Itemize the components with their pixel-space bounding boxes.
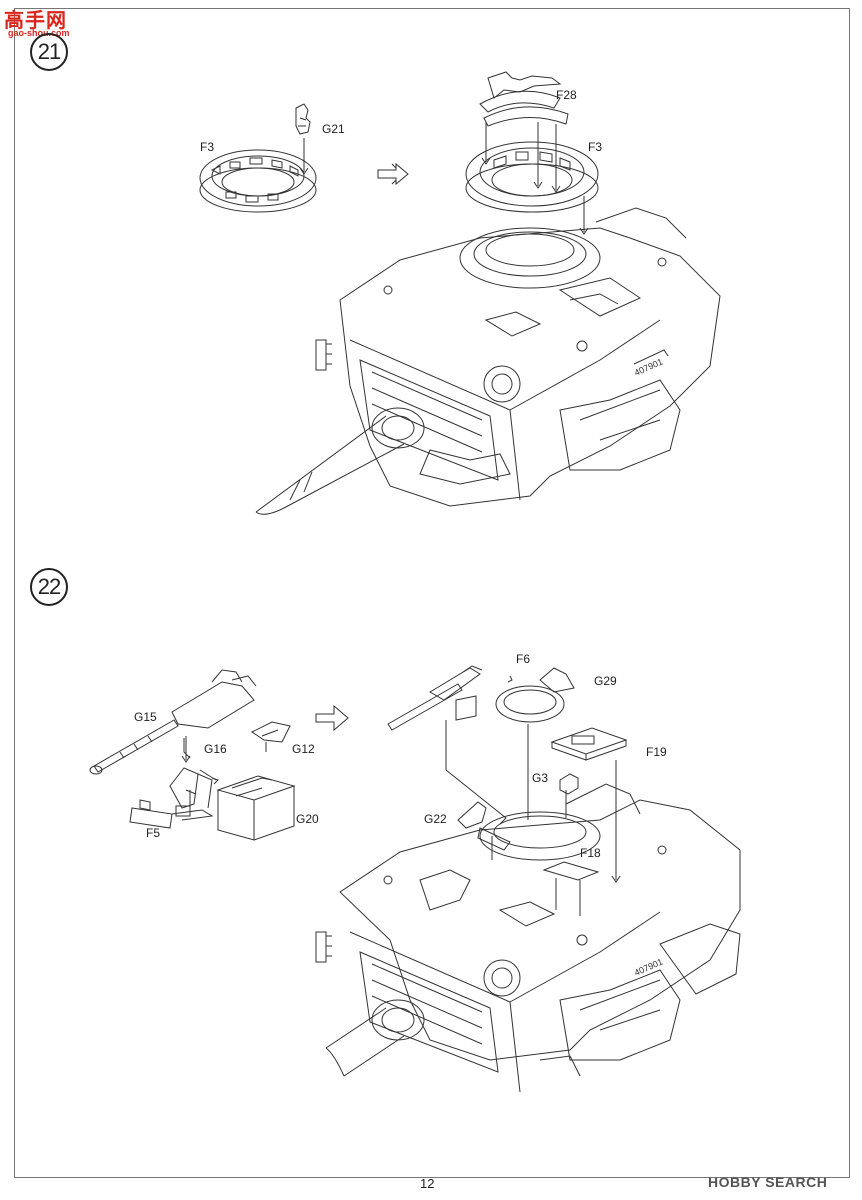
- watermark-logo: 高手网: [4, 10, 67, 32]
- assembly-arrow-21: [377, 162, 409, 186]
- label-f28: F28: [556, 88, 577, 102]
- watermark-hobbysearch: HOBBY SEARCH: [708, 1174, 828, 1190]
- f28-part: [479, 71, 569, 193]
- page-number: 12: [420, 1176, 435, 1191]
- label-g20: G20: [296, 812, 319, 826]
- g16-mount: [169, 767, 219, 809]
- turret-assembly-22: [315, 783, 741, 1093]
- turret-assembly-21: [255, 207, 721, 515]
- f5-part: [129, 799, 214, 829]
- watermark-url: gao-shou.com: [8, 28, 70, 38]
- label-g22: G22: [424, 812, 447, 826]
- label-f3-right: F3: [588, 140, 603, 154]
- label-g16: G16: [204, 742, 227, 756]
- label-g21: G21: [322, 122, 345, 136]
- label-g15: G15: [134, 710, 157, 724]
- g3-part: [559, 773, 579, 818]
- f3-ring-part: [199, 149, 317, 213]
- label-f5: F5: [146, 826, 161, 840]
- g29-hatch: [495, 667, 575, 820]
- label-f19: F19: [646, 745, 667, 759]
- step-21-number: 21: [30, 33, 68, 71]
- label-g12: G12: [292, 742, 315, 756]
- label-g29: G29: [594, 674, 617, 688]
- label-f6: F6: [516, 652, 531, 666]
- label-f18: F18: [580, 846, 601, 860]
- g22-part: [457, 801, 511, 860]
- g20-ammo-box: [216, 775, 296, 841]
- g21-part: [295, 103, 311, 175]
- assembly-arrow-22: [315, 704, 349, 732]
- g15-installed: [387, 665, 507, 825]
- g15-machine-gun: [89, 669, 257, 775]
- label-g3: G3: [532, 771, 549, 785]
- f18-part: [542, 861, 600, 916]
- f19-plate: [550, 727, 628, 883]
- g12-part: [251, 721, 291, 752]
- label-f3-left: F3: [200, 140, 215, 154]
- step-22-number: 22: [30, 568, 68, 606]
- hull-marking-21: 407901: [633, 356, 665, 377]
- page-border: [14, 8, 850, 1178]
- f3-ring-installed: [465, 141, 599, 235]
